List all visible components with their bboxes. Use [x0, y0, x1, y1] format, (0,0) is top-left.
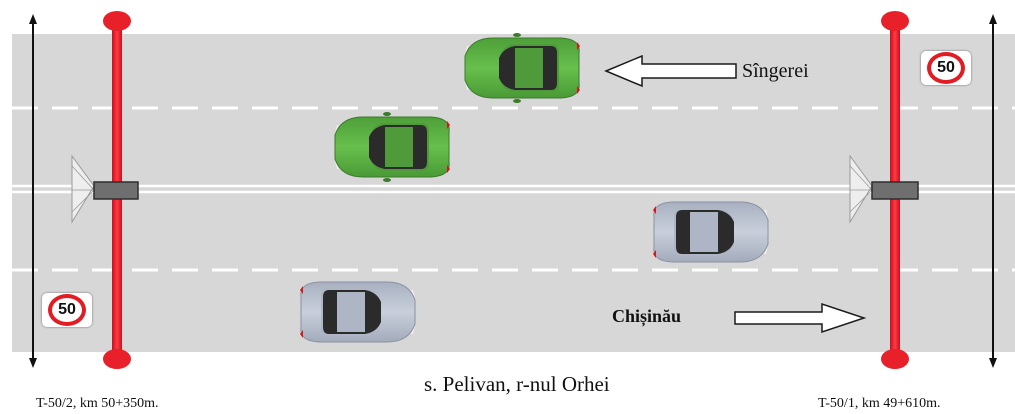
camera-label-right: T-50/1, km 49+610m. — [818, 396, 941, 411]
road-edge-left — [29, 14, 37, 368]
camera-label-left: T-50/2, km 50+350m. — [36, 396, 159, 411]
speed-limit-value: 50 — [937, 59, 955, 76]
road-edge-right — [989, 14, 997, 368]
traffic-camera-icon — [71, 154, 139, 224]
speed-limit-sign-upper-right: 50 — [921, 51, 971, 85]
speed-limit-value: 50 — [58, 301, 76, 318]
direction-label-singerei: Sîngerei — [742, 60, 809, 82]
speed-limit-sign-lower-left: 50 — [42, 293, 92, 327]
car-grey-left — [299, 281, 416, 343]
car-green-upper — [464, 32, 581, 104]
direction-label-chisinau: Chișinău — [612, 306, 682, 326]
arrow-right-icon — [734, 302, 867, 334]
car-grey-right — [652, 201, 769, 263]
camera-gantry-right — [849, 11, 919, 369]
camera-gantry-left — [71, 11, 139, 369]
traffic-camera-icon — [849, 154, 919, 224]
location-label: s. Pelivan, r-nul Orhei — [424, 372, 610, 396]
car-green-middle — [334, 111, 451, 183]
arrow-left-icon — [604, 54, 737, 88]
